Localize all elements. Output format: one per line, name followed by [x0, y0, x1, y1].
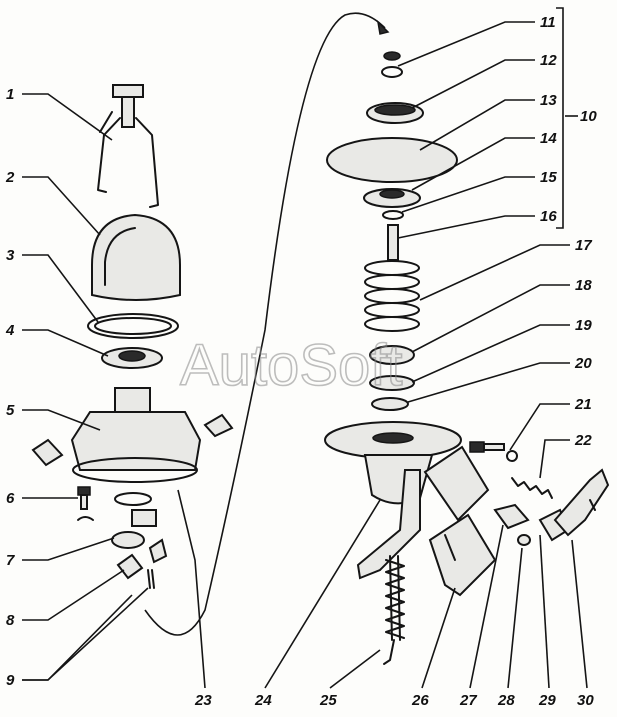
part-gasket-plate [428, 513, 497, 597]
part-nut [383, 51, 401, 61]
part-flange [423, 445, 490, 522]
part-return-spring [383, 555, 405, 665]
callout-28: 28 [497, 692, 515, 709]
callout-4: 4 [5, 322, 15, 339]
part-pump-head [31, 387, 234, 483]
callout-1: 1 [6, 86, 14, 103]
part-valve [111, 492, 157, 549]
callout-29: 29 [538, 692, 556, 709]
callout-7: 7 [6, 552, 15, 569]
part-diaphragm [326, 137, 458, 183]
callout-26: 26 [411, 692, 429, 709]
callout-17: 17 [575, 237, 592, 254]
callout-25: 25 [319, 692, 337, 709]
part-washer [381, 66, 403, 78]
callout-9: 9 [6, 672, 15, 689]
part-thin-washer [371, 397, 409, 411]
part-pin [517, 534, 531, 546]
part-small-spring [511, 477, 553, 499]
part-screw [77, 486, 94, 521]
callout-6: 6 [6, 490, 15, 507]
callout-21: 21 [574, 396, 592, 413]
callout-3: 3 [6, 247, 15, 264]
part-pivot [493, 503, 530, 530]
part-wire-clamp [97, 84, 159, 208]
callout-8: 8 [6, 612, 15, 629]
callout-13: 13 [540, 92, 557, 109]
part-clips [116, 538, 168, 589]
part-pump-body [324, 421, 462, 580]
part-spring [364, 260, 420, 332]
flow-arrow [144, 12, 386, 636]
callout-14: 14 [540, 130, 557, 147]
callout-16: 16 [540, 208, 557, 225]
callout-23: 23 [194, 692, 212, 709]
part-gasket-ring [87, 313, 179, 339]
callout-20: 20 [574, 355, 592, 372]
callout-10: 10 [580, 108, 597, 125]
callout-30: 30 [577, 692, 594, 709]
callout-11: 11 [540, 14, 556, 31]
part-spring-seat [369, 345, 415, 365]
part-bolt [469, 441, 518, 462]
group-bracket [556, 7, 564, 229]
callout-19: 19 [575, 317, 592, 334]
part-glass-bowl [91, 213, 181, 301]
part-rod [387, 224, 399, 261]
callout-5: 5 [6, 402, 15, 419]
callout-15: 15 [540, 169, 557, 186]
callout-27: 27 [459, 692, 477, 709]
callout-22: 22 [574, 432, 592, 449]
callout-18: 18 [575, 277, 592, 294]
callout-2: 2 [5, 169, 15, 186]
callout-labels: 1 2 3 4 5 6 7 8 9 10 11 12 13 14 15 16 1… [5, 14, 597, 709]
callout-12: 12 [540, 52, 557, 69]
callout-24: 24 [254, 692, 272, 709]
leader-lines [22, 21, 588, 689]
part-seal-washer [369, 375, 415, 391]
watermark-text: AutoSoft [180, 333, 402, 398]
part-lever [538, 468, 610, 542]
part-filter [101, 347, 163, 369]
